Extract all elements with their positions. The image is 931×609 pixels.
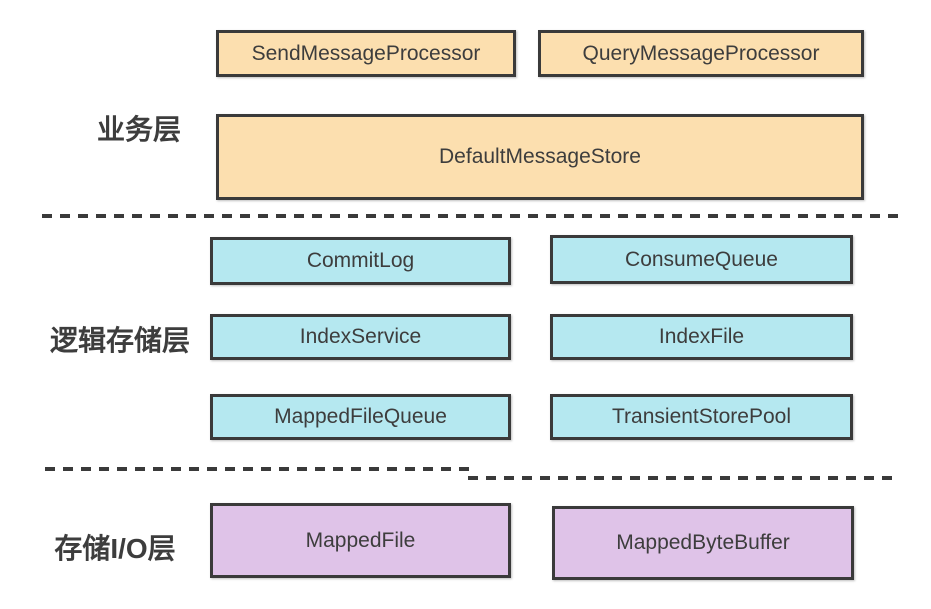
node-mapped-file: MappedFile xyxy=(210,503,511,578)
node-send-message-processor: SendMessageProcessor xyxy=(216,30,516,77)
node-transient-store-pool: TransientStorePool xyxy=(550,394,853,440)
node-consume-queue: ConsumeQueue xyxy=(550,235,853,284)
node-index-service: IndexService xyxy=(210,314,511,360)
node-commit-log: CommitLog xyxy=(210,237,511,285)
layer-separator-dashed-line-2-left xyxy=(45,467,475,471)
layer-label-storage-io: 存储I/O层 xyxy=(54,533,176,564)
layer-separator-dashed-line-1 xyxy=(42,214,900,218)
node-mapped-byte-buffer: MappedByteBuffer xyxy=(552,506,854,580)
layer-label-business: 业务层 xyxy=(96,114,181,145)
layer-separator-dashed-line-2-right xyxy=(468,476,896,480)
node-mapped-file-queue: MappedFileQueue xyxy=(210,394,511,440)
node-default-message-store: DefaultMessageStore xyxy=(216,114,864,200)
layer-label-logical-storage: 逻辑存储层 xyxy=(49,325,190,356)
node-query-message-processor: QueryMessageProcessor xyxy=(538,30,864,77)
node-index-file: IndexFile xyxy=(550,314,853,360)
